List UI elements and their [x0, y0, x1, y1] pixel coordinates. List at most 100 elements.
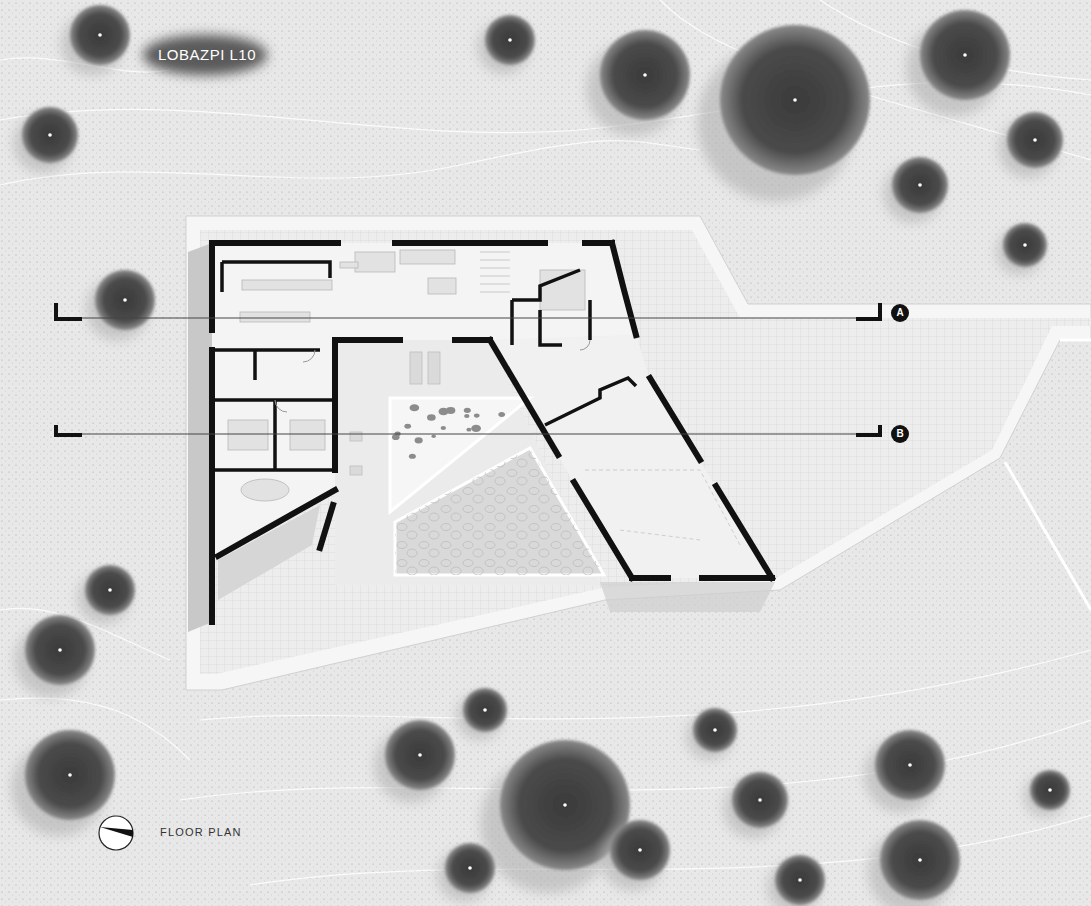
tree-trunk: [58, 648, 62, 652]
section-marker: A: [891, 304, 909, 322]
tree-trunk: [48, 133, 52, 137]
tree-trunk: [918, 183, 922, 187]
tree: [868, 820, 960, 906]
tree-trunk: [1033, 138, 1037, 142]
tree-canopy: [720, 25, 870, 175]
tree: [686, 708, 737, 760]
tree: [375, 720, 456, 802]
tree: [14, 107, 78, 173]
tree: [456, 688, 507, 740]
plan-title: LOBAZPI L10: [158, 46, 256, 63]
building-shadow: [188, 243, 212, 632]
garden-stone: [431, 435, 435, 438]
terrace-edge: [1060, 339, 1091, 342]
garden-stone: [392, 434, 400, 440]
paving-grid: [200, 230, 1091, 674]
tree-trunk: [638, 848, 642, 852]
pool: [395, 448, 604, 575]
garden-stone: [498, 412, 505, 417]
tree-canopy: [610, 820, 670, 880]
section-marker: B: [891, 425, 909, 443]
section-letter: A: [896, 308, 903, 318]
partition-walls: [212, 262, 636, 470]
garden-stone: [415, 437, 423, 443]
garden-stone: [409, 454, 416, 459]
drawing-caption: FLOOR PLAN: [160, 826, 242, 838]
tree: [999, 112, 1063, 178]
tree-canopy: [775, 855, 825, 905]
tree-trunk: [1023, 243, 1027, 247]
tree-canopy: [880, 820, 960, 900]
tree-canopy: [70, 5, 130, 65]
tree-canopy: [1007, 112, 1063, 168]
tree: [587, 30, 691, 136]
paved-terrace: [200, 230, 1091, 674]
tree-trunk: [908, 763, 912, 767]
tree: [12, 730, 116, 836]
tree: [78, 565, 136, 624]
section-letter: B: [896, 429, 903, 439]
tree: [86, 270, 155, 341]
tree-canopy: [385, 720, 455, 790]
furniture: [228, 250, 585, 501]
tree: [15, 615, 96, 697]
tree-trunk: [798, 878, 802, 882]
garden-stone: [441, 426, 446, 430]
garden-stone: [474, 413, 480, 417]
tree-canopy: [600, 30, 690, 120]
tree-canopy: [445, 843, 495, 893]
tree-canopy: [920, 10, 1010, 100]
tree: [61, 5, 130, 76]
tree-canopy: [25, 615, 95, 685]
walls: [212, 243, 772, 622]
tree-trunk: [483, 708, 487, 712]
sunbeds: [350, 352, 440, 475]
garden-stone: [471, 425, 481, 432]
tree-canopy: [463, 688, 507, 732]
tree-canopy: [875, 730, 945, 800]
tree-trunk: [758, 798, 762, 802]
tree-canopy: [1030, 770, 1070, 810]
tree-trunk: [68, 773, 72, 777]
tree-trunk: [123, 298, 127, 302]
north-arrow: [99, 816, 133, 850]
tree-trunk: [508, 38, 512, 42]
platform-edge: [186, 216, 1091, 690]
section-line: [56, 303, 880, 319]
tree-canopy: [22, 107, 78, 163]
door-swings: [275, 340, 590, 412]
garden-stone: [439, 408, 449, 415]
tree: [724, 772, 788, 838]
tree-canopy: [85, 565, 135, 615]
tree: [601, 820, 670, 891]
tree-canopy: [485, 15, 535, 65]
section-line: [56, 425, 880, 435]
covered-entry: [218, 505, 320, 600]
garden-stone: [464, 408, 471, 413]
tree-canopy: [1003, 223, 1047, 267]
tree-canopy: [95, 270, 155, 330]
tree-canopy: [25, 730, 115, 820]
tree-canopy: [892, 157, 948, 213]
building-shadow: [600, 582, 775, 612]
tree: [996, 223, 1047, 275]
tree: [478, 15, 536, 74]
tree: [1024, 770, 1070, 817]
tree-trunk: [468, 866, 472, 870]
tree: [768, 855, 826, 906]
tree-trunk: [108, 588, 112, 592]
tree-trunk: [963, 53, 967, 57]
contour-lines: [0, 0, 1091, 885]
tree-canopy: [732, 772, 788, 828]
tree-trunk: [563, 803, 567, 807]
tree-trunk: [793, 98, 797, 102]
tree-trunk: [713, 728, 717, 732]
tree-canopy: [693, 708, 737, 752]
tree-trunk: [418, 753, 422, 757]
tree-trunk: [643, 73, 647, 77]
pool-stones: [395, 448, 604, 575]
garden-stone: [466, 428, 471, 432]
